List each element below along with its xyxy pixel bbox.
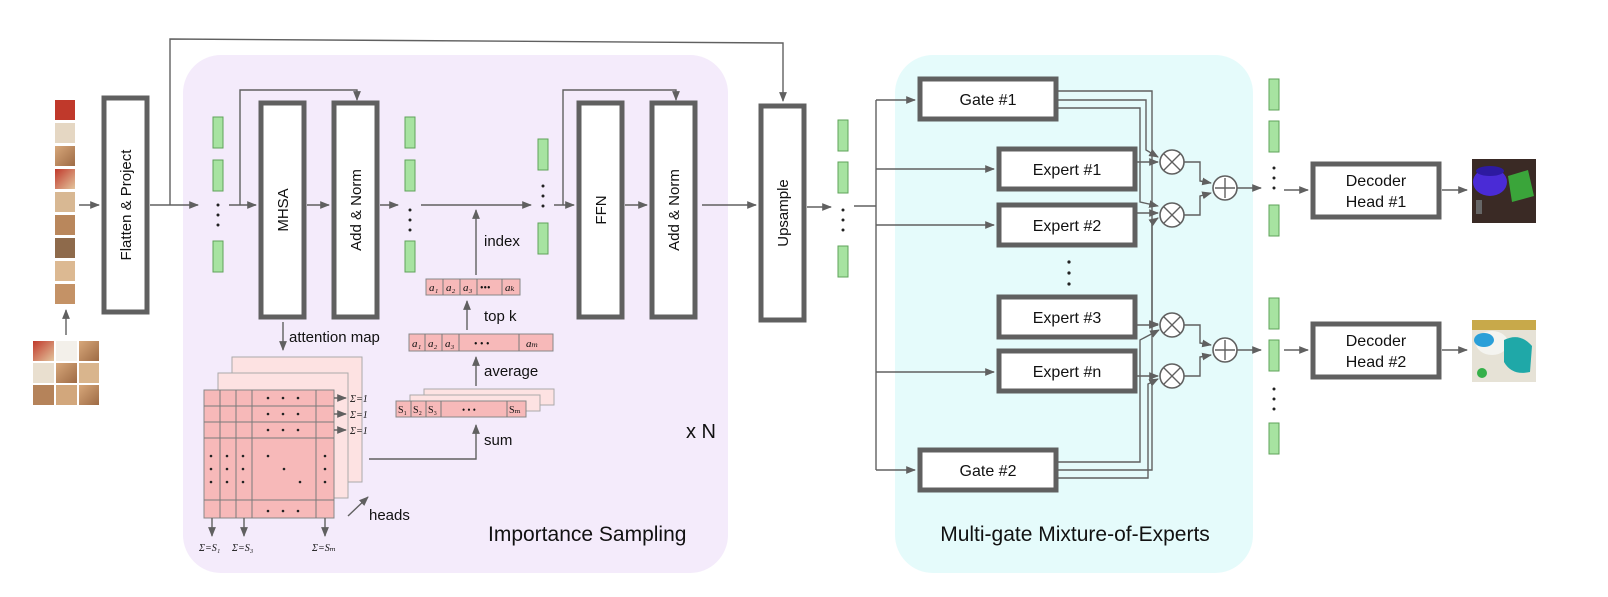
expert-3-label: Expert #3 (1033, 310, 1102, 327)
patch-sequence (55, 100, 75, 304)
upsample-label: Upsample (775, 179, 792, 247)
gate-1-block (917, 76, 1059, 122)
col-sum-1: Σ=S₁ (198, 543, 220, 554)
input-image-grid (33, 341, 99, 405)
gate-2-label: Gate #2 (960, 463, 1017, 480)
svg-text:• • •: • • • (474, 339, 490, 350)
row-sum-3: Σ=1 (349, 426, 368, 437)
attention-map-stack (203, 356, 363, 519)
add-norm-label-1: Add & Norm (348, 169, 365, 251)
svg-text:Sₘ: Sₘ (509, 405, 521, 416)
output-image-1 (1472, 159, 1536, 223)
svg-text:• • •: • • • (462, 405, 476, 415)
flatten-project-block (101, 95, 150, 315)
expert-n-label: Expert #n (1033, 364, 1101, 381)
expert-2-label: Expert #2 (1033, 218, 1102, 235)
decoder-head-2-line1: Decoder (1346, 333, 1407, 350)
heads-label: heads (369, 507, 410, 524)
col-sum-3: Σ=Sₘ (311, 543, 336, 554)
expert-n-block (996, 348, 1138, 394)
token-column-4 (837, 119, 849, 278)
add-norm-block-2 (649, 100, 698, 320)
col-sum-2: Σ=S₃ (231, 543, 254, 554)
svg-text:a₂: a₂ (446, 282, 456, 294)
top-k-label: top k (484, 308, 517, 325)
add-ops (1212, 175, 1238, 363)
moe-title: Multi-gate Mixture-of-Experts (940, 523, 1210, 546)
decoder-head-2-block (1310, 321, 1442, 380)
row-sum-1: Σ=1 (349, 394, 368, 405)
gate-2-block (917, 447, 1059, 493)
add-norm-block-1 (331, 100, 380, 320)
svg-text:a₂: a₂ (428, 338, 438, 350)
repeat-label: x N (686, 421, 716, 443)
svg-text:a₃: a₃ (445, 338, 455, 350)
importance-sampling-title: Importance Sampling (488, 523, 686, 546)
decoder-head-2-line2: Head #2 (1346, 354, 1407, 371)
ffn-block (576, 100, 625, 320)
row-sum-2: Σ=1 (349, 410, 368, 421)
mhsa-block (258, 100, 307, 320)
expert-3-block (996, 294, 1138, 340)
svg-text:S₂: S₂ (413, 405, 422, 416)
expert-1-block (996, 146, 1138, 192)
decoder-head-1-line1: Decoder (1346, 173, 1407, 190)
svg-text:a₁: a₁ (412, 338, 422, 350)
index-label: index (484, 233, 520, 250)
upsample-block (758, 103, 807, 323)
average-label: average (484, 363, 538, 380)
decoder-head-1-line2: Head #1 (1346, 194, 1407, 211)
mhsa-label: MHSA (275, 188, 292, 231)
expert-2-block (996, 202, 1138, 248)
token-column-6 (1268, 297, 1280, 455)
gate-1-label: Gate #1 (960, 92, 1017, 109)
flatten-project-label: Flatten & Project (118, 149, 135, 261)
svg-text:S₃: S₃ (428, 405, 437, 416)
a-vector-k: a₁ a₂ a₃ ••• aₖ (425, 278, 521, 296)
sum-label: sum (484, 432, 512, 449)
token-column-2 (404, 116, 416, 273)
token-column-1 (212, 116, 224, 273)
svg-text:S₁: S₁ (398, 405, 407, 416)
add-norm-label-2: Add & Norm (666, 169, 683, 251)
decoder-head-1-block (1310, 161, 1442, 220)
svg-text:•••: ••• (480, 283, 491, 294)
token-column-3 (537, 138, 549, 255)
expert-1-label: Expert #1 (1033, 162, 1102, 179)
svg-text:aₖ: aₖ (505, 282, 515, 294)
s-vector: S₁ S₂ S₃ • • • Sₘ (395, 388, 555, 418)
svg-text:a₃: a₃ (463, 282, 473, 294)
ffn-label: FFN (593, 195, 610, 224)
token-column-5 (1268, 78, 1280, 237)
attention-map-label: attention map (289, 329, 380, 346)
svg-text:aₘ: aₘ (526, 338, 538, 350)
output-image-2 (1472, 320, 1536, 382)
svg-text:a₁: a₁ (429, 282, 439, 294)
a-vector-m: a₁ a₂ a₃ • • • aₘ (408, 333, 554, 352)
